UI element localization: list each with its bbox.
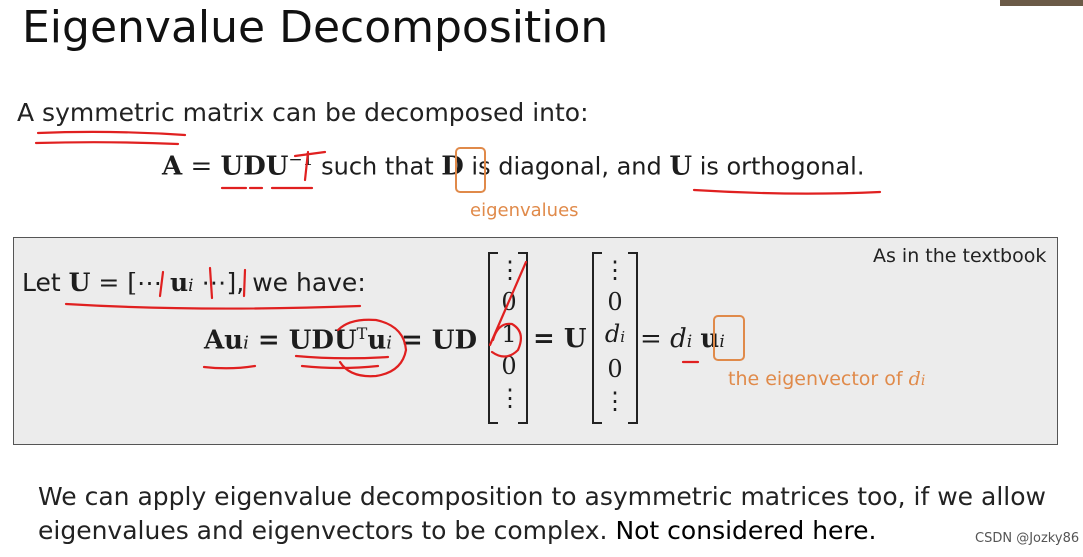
bottom-note: We can apply eigenvalue decomposition to… xyxy=(38,482,1046,545)
circle-one xyxy=(490,322,523,358)
underline-Au xyxy=(202,364,257,370)
eq-UDU: UDU xyxy=(220,151,289,182)
derivation-box xyxy=(13,237,1058,445)
circle-Ut xyxy=(336,318,408,378)
presenter-thumbnail xyxy=(1000,0,1083,6)
vec2-entries: ⋮ 0 di 0 ⋮ xyxy=(603,256,627,415)
box-D xyxy=(455,147,486,193)
watermark: CSDN @Jozky86 xyxy=(975,531,1080,546)
eq-final: = di ui xyxy=(640,324,725,354)
eq-U-term: = U xyxy=(533,324,587,354)
let-statement: Let U = [⋯ ui ⋯], we have: xyxy=(22,268,366,297)
eigenvector-note: the eigenvector of di xyxy=(728,368,926,390)
decomposition-equation: A = UDU−1 such that D is diagonal, and U… xyxy=(162,150,865,182)
eigen-equation: Aui = UDUTui = UD xyxy=(204,324,478,356)
underline-UDU xyxy=(294,354,390,370)
vec2-right-bracket xyxy=(628,252,638,424)
strike-vector xyxy=(488,260,528,347)
textbook-note: As in the textbook xyxy=(873,245,1047,267)
vec2-left-bracket xyxy=(592,252,602,424)
eq-D: D xyxy=(441,151,464,182)
strike-inverse xyxy=(293,150,327,182)
underline-symmetric-2 xyxy=(34,141,180,146)
box-u xyxy=(713,315,745,361)
column-strokes xyxy=(158,266,247,300)
underline-orthogonal xyxy=(692,188,882,195)
intro-text: A symmetric matrix can be decomposed int… xyxy=(17,98,589,127)
eigenvalues-note: eigenvalues xyxy=(470,200,579,221)
underline-symmetric-1 xyxy=(36,130,187,137)
eq-A: A xyxy=(162,151,183,182)
slide-title: Eigenvalue Decomposition xyxy=(22,2,609,53)
vec1-left-bracket xyxy=(488,252,498,424)
underline-let xyxy=(64,302,362,310)
eq-U: U xyxy=(669,151,693,182)
vec1-right-bracket xyxy=(518,252,528,424)
